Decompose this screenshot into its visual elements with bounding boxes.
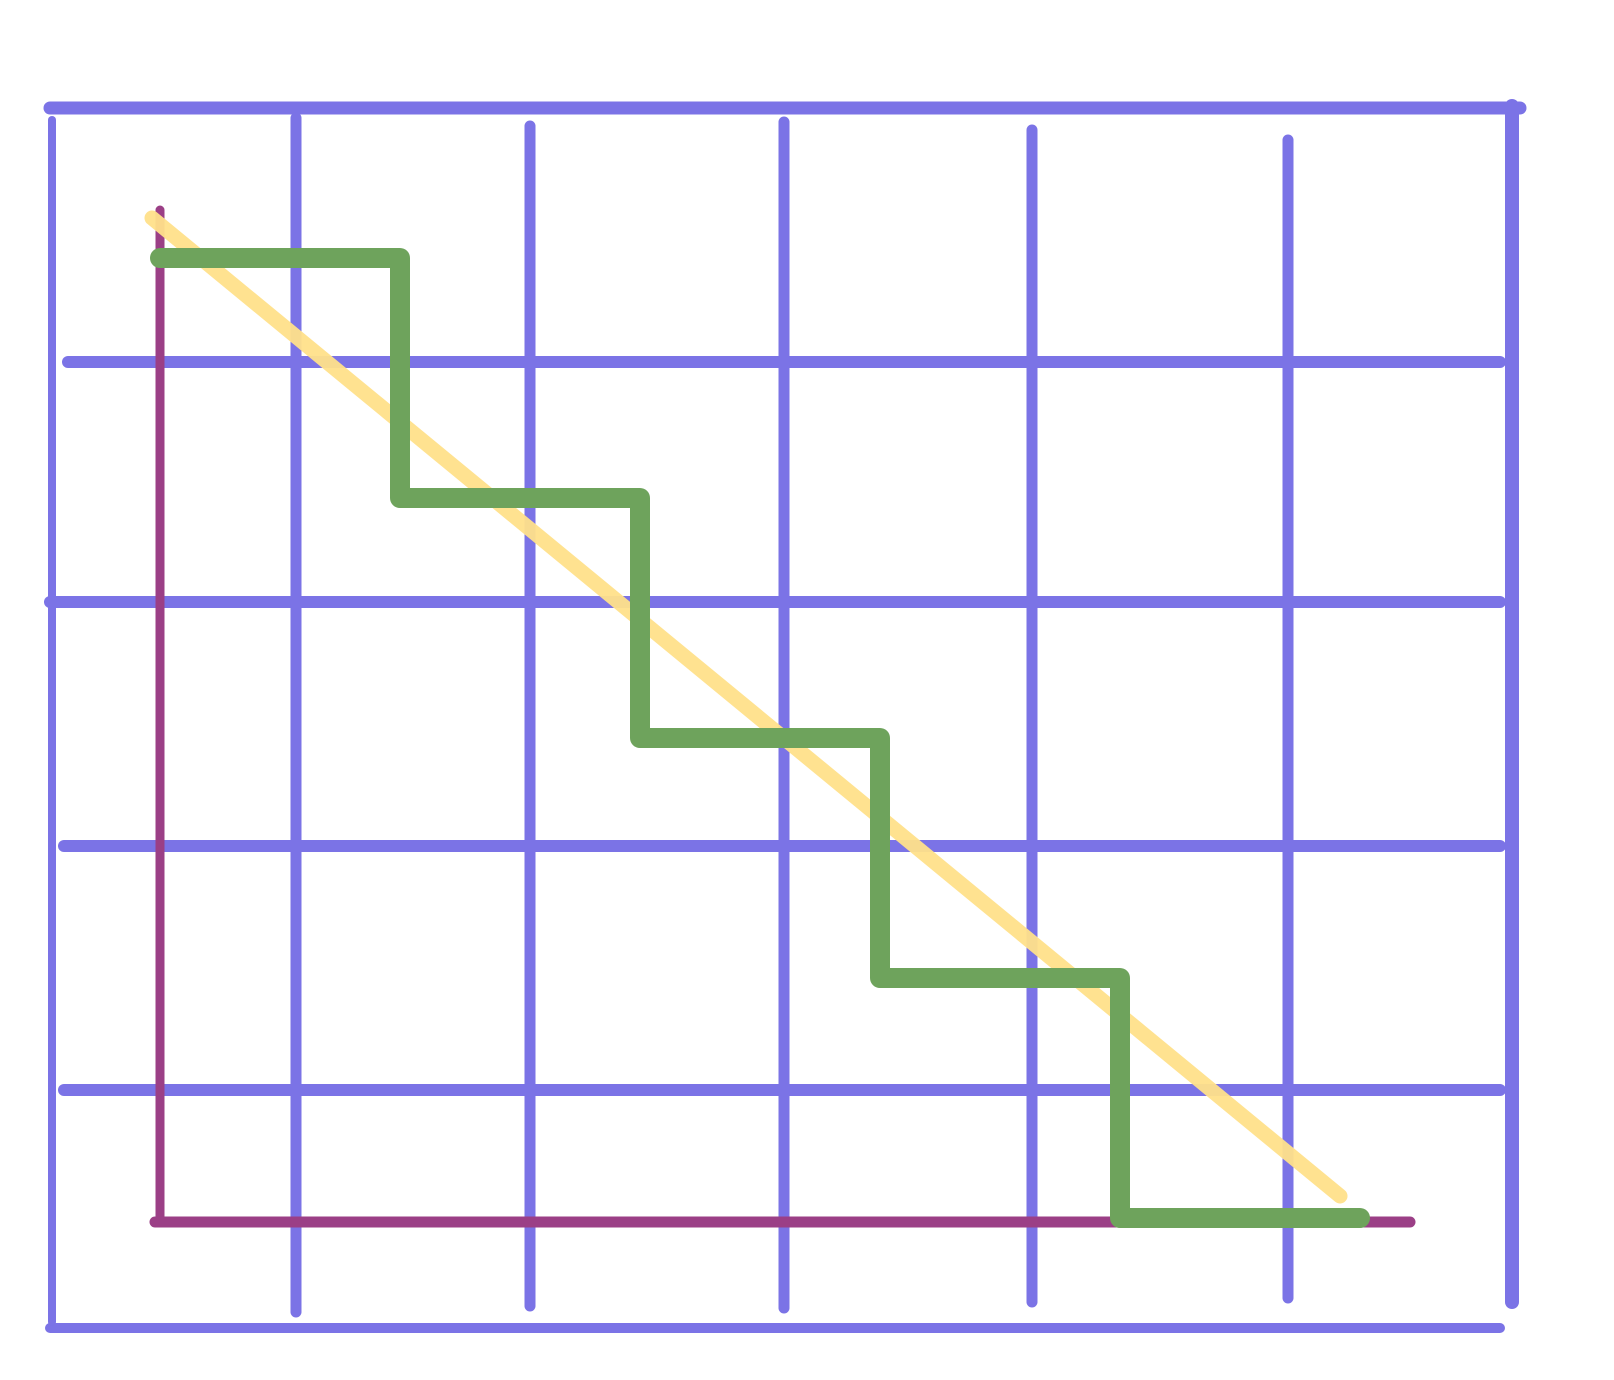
series <box>144 210 1370 1228</box>
series-line-step <box>150 248 1370 1228</box>
series-line-diagonal <box>144 210 1348 1204</box>
grid <box>43 99 1527 1333</box>
